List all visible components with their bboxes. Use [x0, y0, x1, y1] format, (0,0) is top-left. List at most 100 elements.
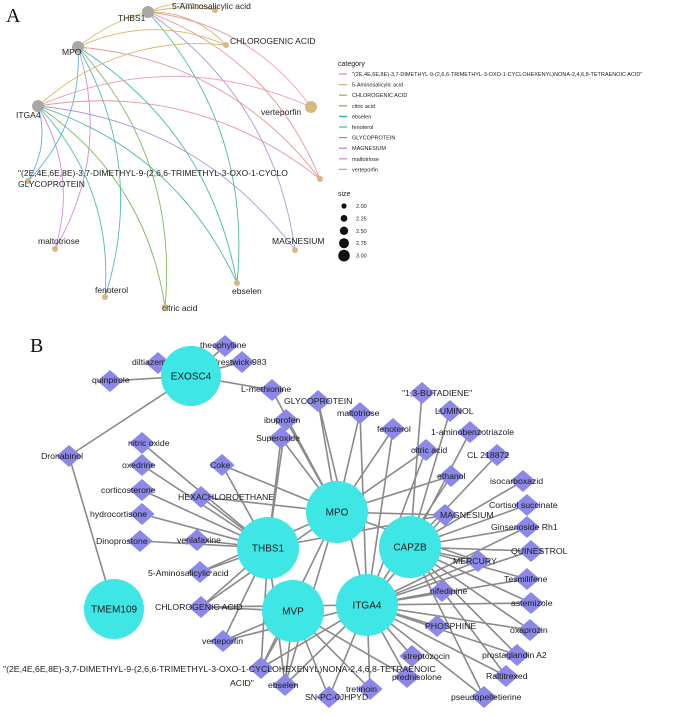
edge-mpo-chlorogenic [77, 29, 227, 48]
drug-node-citric [413, 439, 439, 461]
drug-node-quinpirole [97, 370, 123, 392]
legend-item-3: citric acid [352, 104, 375, 110]
legend-size-label-1: 2.25 [356, 216, 367, 222]
hub-node-mpo [306, 481, 368, 543]
panel-a-letter: A [6, 5, 21, 27]
drug-node-phosphine [424, 615, 450, 637]
drug-node-glycoprotein [305, 390, 331, 412]
drug-label-fenoterol: fenoterol [95, 285, 128, 295]
legend-size-label-0: 2.00 [356, 204, 367, 210]
edge-thbs1-chlorogenic [147, 11, 227, 46]
drug-label-magnesium: MAGNESIUM [440, 510, 494, 520]
drug-label-verteporfin: verteporfin [261, 107, 301, 117]
drug-node-nifedipine [429, 580, 455, 602]
hub-node-thbs1 [237, 517, 299, 579]
drug-label-glycoprotein: GLYCOPROTEIN [18, 179, 85, 189]
long-label-line2: ACID" [230, 678, 254, 688]
drug-node-cortisol [514, 494, 540, 516]
drug-node-tesmilifene [514, 568, 540, 590]
drug-node-oxedrine [129, 454, 155, 476]
drug-label-ebselen: ebselen [232, 286, 262, 296]
edge-itga4-citric [37, 105, 166, 308]
drug-label-aminobenzotriazole: 1-aminobenzotriazole [431, 427, 514, 437]
drug-node-ebselen [234, 280, 240, 286]
drug-node-ethanol [438, 465, 464, 487]
drug-label-oxaprozin: oxaprozin [510, 625, 548, 635]
edge-itga4-fenoterol [37, 105, 107, 298]
drug-label-tesmilifene: Tesmilifene [504, 574, 548, 584]
drug-label-oxedrine: oxedrine [122, 460, 155, 470]
legend-item-2: CHLOROGENIC ACID [352, 93, 407, 99]
drug-label-isocarboxazid: isocarboxazid [490, 476, 543, 486]
drug-node-mercury [465, 550, 491, 572]
drug-node-tretinoin [357, 678, 383, 700]
edge-itga4-verteporfin [37, 76, 312, 108]
drug-node-glycoprotein [25, 178, 31, 184]
drug-node-butadiene [409, 382, 435, 404]
legend-size-dot-2 [339, 226, 349, 235]
edge-mpo-glycoprotein [27, 46, 79, 182]
edge-thbs1-tetraenoic [147, 11, 321, 180]
hub-label-mvp: MVP [282, 607, 304, 618]
edge-thbs1-magnesium [147, 11, 296, 251]
hub-node-tmem109 [84, 579, 144, 639]
drug-node-chlorogenic [223, 42, 229, 48]
drug-label-citric: citric acid [162, 303, 198, 313]
drug-node-citric [162, 304, 168, 310]
drug-node-dinoprostone [127, 530, 153, 552]
drug-node-luminol [437, 400, 463, 422]
drug-label-astemizole: astemizole [511, 598, 553, 608]
drug-label-citric: citric acid [411, 445, 447, 455]
legend-item-7: MAGNESIUM [352, 146, 386, 152]
edge-itga4-chlorogenic [37, 43, 227, 107]
drug-label-hexachloroethane: HEXACHLOROETHANE [178, 492, 274, 502]
drug-node-chlorogenic [188, 596, 214, 618]
panel-a-legend: category "(2E,4E,6E,8E)-3,7-DIMETHYL-9-(… [338, 61, 642, 262]
drug-node-lmethionine [259, 379, 285, 401]
drug-label-diltiazem: diltiazem [132, 357, 166, 367]
drug-label-quinestrol: QUINESTROL [511, 546, 568, 556]
edge-thbs1-aminosal [147, 3, 216, 13]
drug-label-pseudopelletierine: pseudopelletierine [451, 692, 522, 702]
drug-node-superoxide [268, 427, 294, 449]
drug-node-maltotriose [347, 402, 373, 424]
drug-node-verteporfin [305, 101, 317, 113]
drug-node-isocarboxazid [510, 470, 536, 492]
drug-node-theophylline [212, 335, 238, 357]
drug-label-chlorogenic: CHLOROGENIC ACID [155, 602, 242, 612]
drug-label-venlafaxine: venlafaxine [177, 535, 221, 545]
edge-mpo-fenoterol [77, 46, 122, 298]
drug-label-aminosal: 5-Aminosalicylic acid [148, 568, 229, 578]
drug-node-prednisolone [394, 666, 420, 688]
drug-label-glycoprotein: GLYCOPROTEIN [284, 396, 352, 406]
drug-label-coke: Coke [210, 460, 230, 470]
legend-size-dot-1 [340, 215, 348, 222]
gene-label-mpo: MPO [62, 47, 82, 57]
legend-category-title: category [338, 61, 365, 68]
drug-node-snpc [316, 686, 342, 708]
drug-node-coke [209, 454, 235, 476]
hub-node-itga4 [336, 574, 398, 636]
drug-node-quinestrol [518, 540, 544, 562]
gene-node-itga4 [32, 100, 44, 112]
legend-item-6: GLYCOPROTEIN [352, 136, 395, 142]
drug-label-cortisol: Cortisol succinate [489, 500, 558, 510]
hub-node-exosc4 [161, 346, 221, 406]
hub-label-capzb: CAPZB [393, 543, 427, 554]
drug-label-chlorogenic: CHLOROGENIC ACID [230, 36, 316, 46]
edge-mpo-maltotriose [54, 46, 91, 250]
drug-label-nifedipine: nifedipine [430, 586, 467, 596]
drug-label-ibuprofen: ibuprofen [264, 415, 300, 425]
drug-node-fenoterol [102, 294, 108, 300]
drug-label-maltotriose: maltotriose [38, 236, 80, 246]
edge-thbs1-ebselen [147, 11, 240, 284]
gene-label-thbs1: THBS1 [118, 13, 146, 23]
legend-item-0: "(2E,4E,6E,8E)-3,7-DIMETHYL-9-(2,6,6-TRI… [352, 72, 642, 78]
legend-sizes: 2.002.252.502.753.00 [338, 203, 367, 262]
drug-node-nitricoxide [129, 432, 155, 454]
drug-label-hydrocortisone: hydrocortisone [90, 509, 147, 519]
drug-label-tretinoin: tretinoin [346, 684, 377, 694]
